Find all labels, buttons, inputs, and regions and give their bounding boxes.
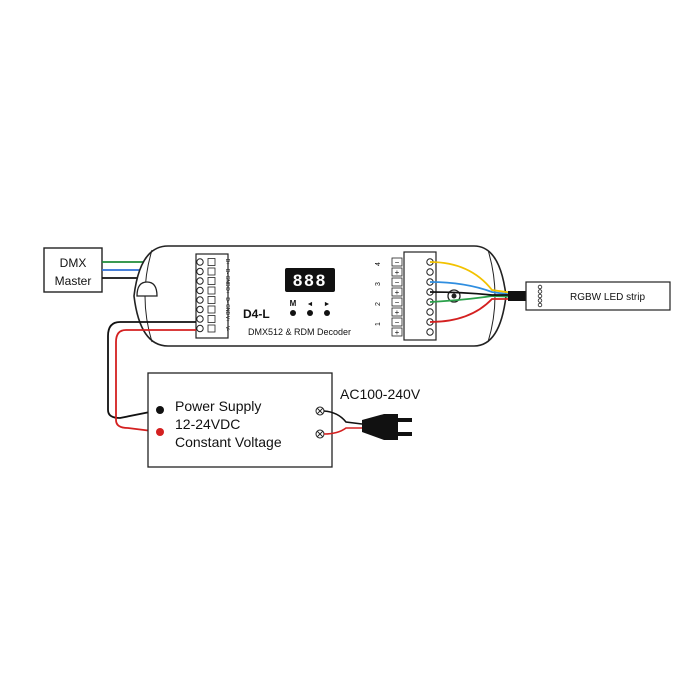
wire-blue [429,281,521,297]
wire-common [429,291,520,296]
left-terminal-screw [196,296,204,304]
right-terminal-screw [426,268,434,276]
left-terminal-label: GND [224,304,230,316]
seven-segment-display: 888 [285,268,335,292]
left-terminal-slot [207,324,216,333]
left-terminal-screw [196,286,204,295]
strip-pad [537,302,543,308]
right-terminal-screw [426,328,434,336]
strip-pad [537,289,543,294]
power-wire-red [115,329,196,433]
mounting-hole-left [136,281,158,297]
channel-number: 3 [375,282,382,286]
psu-terminal-negative [156,406,164,414]
terminal-sign: − [395,278,400,287]
strip-pad [537,293,543,299]
left-terminal-label: D- [224,297,230,303]
left-terminal-slot [207,286,216,295]
left-terminal-label: D+ [224,287,230,294]
left-terminal-screw [196,305,204,314]
decoder-model: D4-L [243,307,270,321]
right-terminal-box [391,307,403,317]
power-supply: Power Supply 12-24VDC Constant Voltage [147,372,333,468]
strip-pad [537,298,543,303]
control-buttons: M ◄ ► [290,299,331,316]
right-terminal-box [391,277,403,287]
ac-input-label: AC100-240V [340,386,421,402]
button-m[interactable] [290,310,296,316]
right-terminal-box [391,317,403,327]
left-terminal-screw [196,267,204,276]
terminal-sign: − [395,258,400,267]
strip-pad [537,284,543,290]
left-terminal-slot [207,315,216,323]
dmx-master-label-line2: Master [55,274,92,288]
channel-number: 2 [375,302,382,306]
left-terminal-label: D+ [224,259,230,266]
right-terminal-box [391,257,403,267]
ac-wires [323,410,363,435]
button-label-left: ◄ [307,301,314,308]
psu-label-line3: Constant Voltage [175,434,282,450]
terminal-sign: + [395,288,400,297]
left-terminal-slot [207,258,216,266]
left-terminal-slot [207,267,216,276]
right-terminal-box [391,297,403,307]
terminal-sign: − [395,318,400,327]
dmx-master-box: DMX Master [43,247,103,293]
psu-label-line2: 12-24VDC [175,416,240,432]
left-terminal-label: V- [224,326,230,331]
left-terminal-screw [196,324,204,333]
power-wires [107,321,196,433]
channel-number: 4 [375,262,382,266]
display-digits: 888 [293,271,327,290]
left-terminal-slot [207,305,216,314]
left-terminal-screw [196,315,204,323]
button-right[interactable] [324,310,330,316]
ac-plug-icon [362,414,412,440]
dmx-master-label-line1: DMX [60,256,87,270]
wire-yellow [429,261,521,295]
terminal-sign: + [395,328,400,337]
left-terminal-label: D- [224,269,230,275]
left-terminal-screw [196,258,204,266]
psu-ac-terminal-1 [315,406,325,416]
right-terminal-screw [426,308,434,316]
wire-green [429,295,521,303]
left-terminal-screw [196,277,204,285]
psu-ac-terminal-2 [315,429,325,439]
right-terminal-box [391,287,403,297]
led-strip: RGBW LED strip [525,281,671,311]
led-wires [429,261,526,323]
button-label-right: ► [324,301,331,308]
terminal-sign: + [395,308,400,317]
psu-label-line1: Power Supply [175,398,261,414]
right-terminal-box [391,327,403,337]
terminal-sign: + [395,268,400,277]
right-terminal-box [391,267,403,277]
terminal-sign: − [395,298,400,307]
button-label-m: M [290,299,297,308]
left-terminal-label: V+ [224,316,230,322]
left-terminal-label: GND [224,275,230,287]
button-left[interactable] [307,310,313,316]
left-terminal-slot [207,296,216,304]
channel-number: 1 [375,322,382,326]
decoder-subtitle: DMX512 & RDM Decoder [248,327,351,337]
wire-red [429,298,520,323]
psu-terminal-positive [156,428,164,436]
led-strip-label: RGBW LED strip [570,292,645,303]
left-terminal-slot [207,277,216,285]
